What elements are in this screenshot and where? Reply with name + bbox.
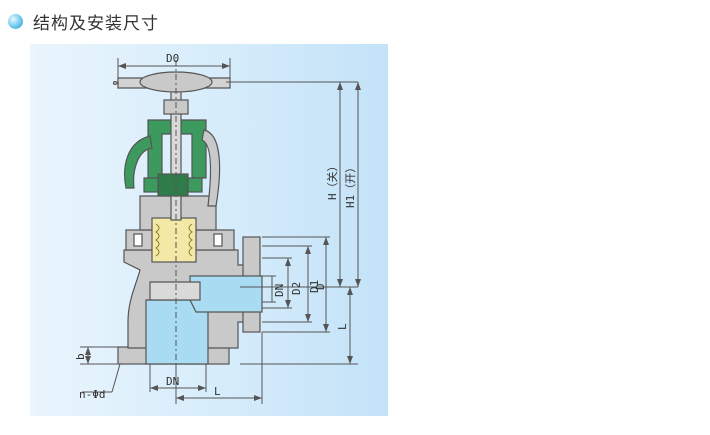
bolt-left — [133, 233, 143, 247]
bellows-lines — [155, 223, 193, 257]
label-d: D — [314, 283, 327, 290]
gland — [157, 173, 189, 197]
dimension-arrows — [85, 63, 361, 401]
bolt-right — [213, 233, 223, 247]
bullet-dot-icon — [8, 13, 23, 29]
label-d1: D1 — [308, 280, 321, 293]
section-title: 结构及安装尺寸 — [33, 13, 159, 34]
yoke-left-arm — [124, 135, 153, 189]
label-n-phi-d: n-Φd — [79, 388, 106, 401]
bellows — [151, 217, 197, 263]
label-l-bottom: L — [214, 385, 221, 398]
yoke-right-arm — [201, 129, 221, 207]
label-dn-bottom: DN — [166, 375, 179, 388]
label-l-right: L — [336, 323, 349, 330]
side-lining — [189, 275, 263, 313]
label-d2: D2 — [290, 282, 303, 295]
dimension-lines — [80, 58, 359, 404]
label-d0: D0 — [166, 52, 179, 65]
section-heading: 结构及安装尺寸 — [8, 8, 159, 34]
label-h1-open: H1（开） — [344, 162, 357, 208]
label-h-close: H（关） — [325, 160, 339, 200]
valve-body — [117, 195, 263, 365]
handwheel — [112, 71, 231, 93]
label-b: b — [74, 353, 87, 360]
label-dn-side: DN — [273, 284, 286, 297]
valve-disc — [149, 281, 201, 301]
